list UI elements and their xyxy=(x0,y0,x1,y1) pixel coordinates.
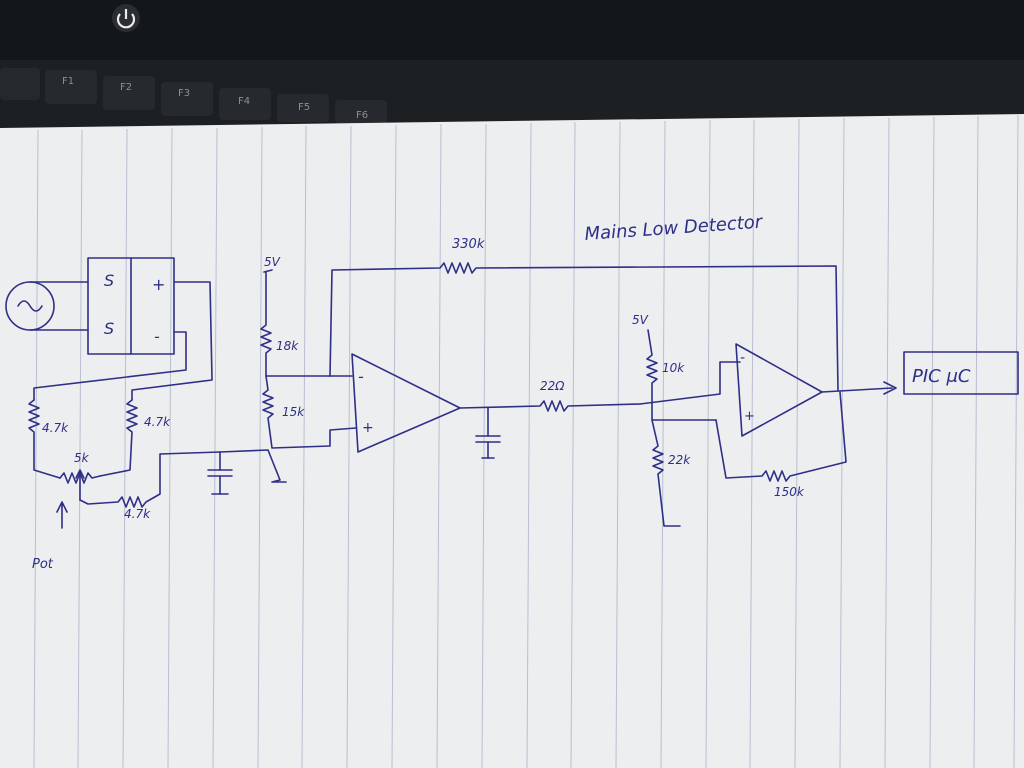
key-f6[interactable] xyxy=(335,100,387,124)
key-f1[interactable] xyxy=(45,70,97,104)
pic-mc-box xyxy=(903,351,1019,395)
transformer-box xyxy=(87,257,175,355)
key-f2-label: F2 xyxy=(120,82,132,93)
output-arrow xyxy=(821,381,897,395)
label-r-22k: 22k xyxy=(668,453,691,467)
opamp2-plus: + xyxy=(744,409,755,424)
pic-mc-label: PIC μC xyxy=(912,366,971,387)
label-r-bottom: 4.7k xyxy=(124,507,151,521)
resistor-150k xyxy=(715,391,847,482)
pot-wiper xyxy=(75,469,85,501)
label-pot: 5k xyxy=(74,451,90,465)
transformer-s1: S xyxy=(104,271,114,290)
resistor-mid-top xyxy=(99,399,138,477)
key-f5[interactable] xyxy=(277,94,329,122)
label-r-left-top: 4.7k xyxy=(42,421,69,435)
resistor-22ohm xyxy=(459,400,641,412)
key-f3-label: F3 xyxy=(178,88,190,99)
opamp-2 xyxy=(735,343,823,437)
resistor-330k xyxy=(329,262,839,391)
label-r-330k: 330k xyxy=(452,237,485,252)
paper-rules xyxy=(33,114,1019,768)
notebook-paper xyxy=(0,114,1024,768)
label-5v-right: 5V xyxy=(632,313,649,327)
ground-left xyxy=(219,449,287,483)
label-5v-left: 5V xyxy=(264,255,281,269)
key-f5-label: F5 xyxy=(298,102,310,113)
opamp1-plus: + xyxy=(362,420,374,436)
opamp-1 xyxy=(351,353,461,453)
transformer-plus: + xyxy=(152,275,165,294)
opamp1-minus: - xyxy=(358,367,364,386)
resistor-left-top xyxy=(28,399,61,479)
key-f4-label: F4 xyxy=(238,96,250,107)
label-r-150k: 150k xyxy=(774,485,805,499)
label-r-10k: 10k xyxy=(662,361,685,375)
pot-label: Pot xyxy=(32,557,54,572)
key-f3[interactable] xyxy=(161,82,213,116)
pot-arrow xyxy=(56,501,68,529)
opamp2-minus-wire xyxy=(639,361,741,405)
resistor-10k xyxy=(646,329,717,421)
key-f6-label: F6 xyxy=(356,110,368,121)
capacitor-mid xyxy=(475,407,501,459)
label-r-22ohm: 22Ω xyxy=(540,379,565,393)
label-r-18k: 18k xyxy=(276,339,299,353)
key-f2[interactable] xyxy=(103,76,155,110)
resistor-18k xyxy=(260,271,331,377)
label-r-mid-top: 4.7k xyxy=(144,415,171,429)
power-button[interactable] xyxy=(112,4,140,32)
resistor-bottom xyxy=(79,451,221,508)
power-icon xyxy=(116,9,136,29)
label-r-15k: 15k xyxy=(282,405,305,419)
capacitor-left xyxy=(207,451,233,495)
transformer-s2: S xyxy=(104,319,114,338)
key-f1-label: F1 xyxy=(62,76,74,87)
transformer-minus: - xyxy=(154,327,160,346)
resistor-15k xyxy=(262,375,357,449)
function-keys: F1 F2 F3 F4 F5 F6 xyxy=(0,68,387,124)
potentiometer xyxy=(59,472,101,484)
ac-source xyxy=(5,281,89,331)
resistor-22k xyxy=(651,419,681,527)
rectifier-wiring xyxy=(33,281,213,401)
key-f4[interactable] xyxy=(219,88,271,120)
opamp2-minus: - xyxy=(740,350,745,366)
